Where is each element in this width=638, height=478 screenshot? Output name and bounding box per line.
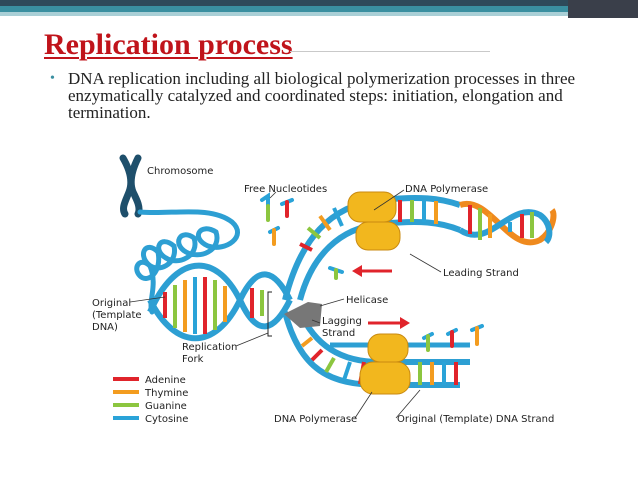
dna-coil	[134, 209, 240, 315]
helicase-label: Helicase	[346, 295, 388, 306]
slide-header-bar	[0, 0, 638, 18]
lagging-direction-arrow	[368, 317, 410, 329]
legend-label-adenine: Adenine	[145, 375, 186, 386]
original-dna-label-line2: (Template	[92, 310, 142, 321]
bullet-marker: •	[50, 71, 55, 86]
dna-polymerase-top-icon	[347, 191, 401, 251]
chromosome-icon	[119, 154, 143, 218]
original-dna-label-line1: Original	[92, 298, 131, 309]
legend-label-thymine: Thymine	[144, 388, 188, 399]
parental-helix	[147, 262, 293, 342]
replication-fork-label-line2: Fork	[182, 354, 204, 365]
original-template-strand-label: Original (Template) DNA Strand	[397, 414, 554, 425]
lagging-strand-label-line1: Lagging	[322, 316, 362, 327]
legend-label-cytosine: Cytosine	[145, 414, 188, 425]
dna-polymerase-bottom-label: DNA Polymerase	[274, 414, 357, 425]
title-divider	[290, 51, 490, 52]
dna-polymerase-top-label: DNA Polymerase	[405, 184, 488, 195]
helicase-icon	[284, 302, 322, 328]
replication-fork-bracket	[267, 291, 272, 337]
leader-lines	[129, 189, 442, 419]
header-corner-block	[568, 0, 638, 18]
original-dna-label-line3: DNA)	[92, 322, 118, 333]
bullet-text: DNA replication including all biological…	[68, 69, 576, 122]
leading-direction-arrow	[352, 265, 392, 277]
base-legend: Adenine Thymine Guanine Cytosine	[113, 375, 188, 425]
leading-strand-label: Leading Strand	[443, 268, 519, 279]
header-band-teal	[0, 6, 638, 12]
chromosome-label: Chromosome	[147, 166, 213, 177]
free-nucleotides-icon	[260, 192, 484, 352]
replication-fork-label-line1: Replication	[182, 342, 237, 353]
legend-label-guanine: Guanine	[145, 401, 187, 412]
lagging-strand-label-line2: Strand	[322, 328, 355, 339]
header-band-dark	[0, 0, 638, 6]
bullet-point: • DNA replication including all biologic…	[50, 70, 610, 121]
free-nucleotides-label: Free Nucleotides	[244, 184, 327, 195]
dna-polymerase-bottom-icon	[359, 333, 411, 395]
leading-strand-helix	[282, 194, 557, 301]
header-band-light	[0, 12, 638, 16]
slide-title: Replication process	[44, 28, 293, 61]
